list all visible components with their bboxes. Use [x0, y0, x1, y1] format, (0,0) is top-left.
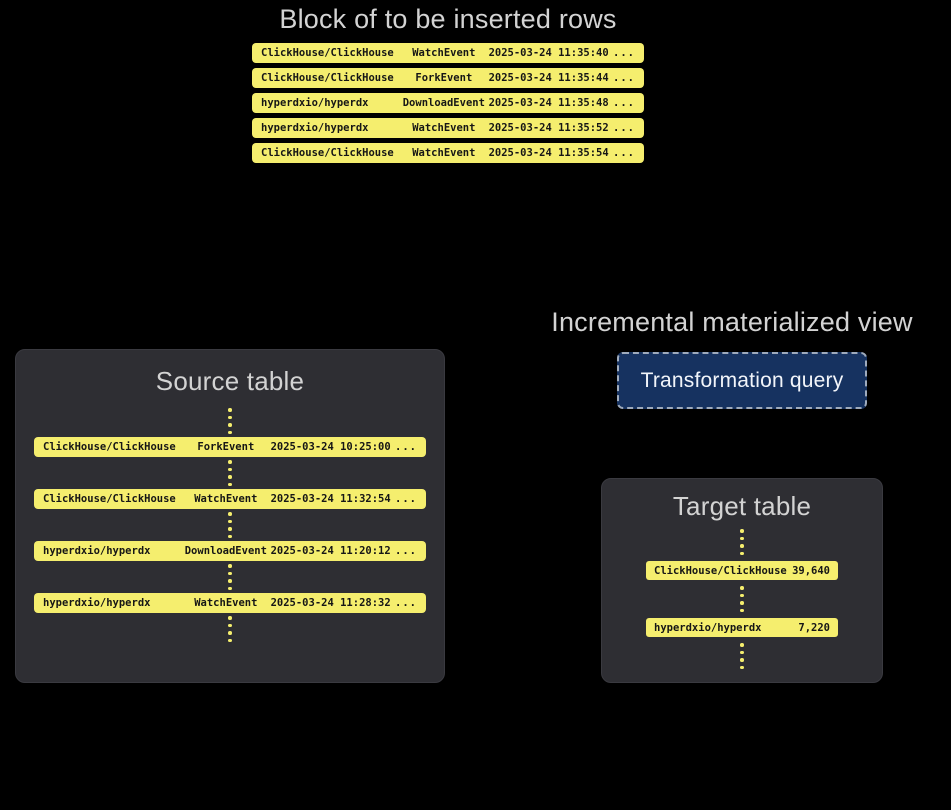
row-event: WatchEvent: [412, 122, 476, 134]
row-ellipsis: ...: [613, 147, 635, 159]
table-row: hyperdxio/hyperdx WatchEvent 2025-03-24 …: [252, 118, 644, 138]
row-event: WatchEvent: [412, 147, 476, 159]
row-repo: ClickHouse/ClickHouse: [261, 47, 394, 59]
row-ellipsis: ...: [613, 122, 635, 134]
table-row: ClickHouse/ClickHouse WatchEvent 2025-03…: [252, 43, 644, 63]
table-row: ClickHouse/ClickHouse 39,640: [646, 561, 838, 580]
row-ellipsis: ...: [613, 97, 635, 109]
row-timestamp: 2025-03-24 10:25:00: [270, 441, 391, 453]
row-ellipsis: ...: [395, 441, 417, 453]
table-row: ClickHouse/ClickHouse WatchEvent 2025-03…: [34, 489, 426, 509]
row-event: WatchEvent: [412, 47, 476, 59]
row-event: ForkEvent: [415, 72, 473, 84]
row-timestamp: 2025-03-24 11:32:54: [270, 493, 391, 505]
insert-block-title: Block of to be inserted rows: [279, 4, 617, 34]
materialized-view-title: Incremental materialized view: [551, 307, 913, 337]
row-count: 7,220: [798, 621, 830, 634]
row-repo: ClickHouse/ClickHouse: [43, 441, 176, 453]
row-ellipsis: ...: [613, 47, 635, 59]
table-row: ClickHouse/ClickHouse WatchEvent 2025-03…: [252, 143, 644, 163]
row-repo: ClickHouse/ClickHouse: [261, 147, 394, 159]
source-table-title: Source table: [155, 366, 305, 396]
row-repo: hyperdxio/hyperdx: [43, 597, 151, 609]
vertical-ellipsis-icon: [228, 512, 232, 538]
vertical-ellipsis-icon: [228, 616, 232, 642]
row-repo: ClickHouse/ClickHouse: [43, 493, 176, 505]
row-event: WatchEvent: [194, 597, 258, 609]
table-row: hyperdxio/hyperdx 7,220: [646, 618, 838, 637]
row-event: DownloadEvent: [184, 545, 267, 557]
row-repo: hyperdxio/hyperdx: [261, 97, 369, 109]
vertical-ellipsis-icon: [228, 408, 232, 434]
insert-block-rows: ClickHouse/ClickHouse WatchEvent 2025-03…: [252, 43, 644, 163]
row-ellipsis: ...: [395, 545, 417, 557]
vertical-ellipsis-icon: [740, 643, 744, 669]
row-timestamp: 2025-03-24 11:28:32: [270, 597, 391, 609]
row-timestamp: 2025-03-24 11:20:12: [270, 545, 391, 557]
vertical-ellipsis-icon: [740, 586, 744, 612]
row-count: 39,640: [792, 564, 830, 577]
table-row: hyperdxio/hyperdx DownloadEvent 2025-03-…: [34, 541, 426, 561]
table-row: hyperdxio/hyperdx WatchEvent 2025-03-24 …: [34, 593, 426, 613]
vertical-ellipsis-icon: [228, 564, 232, 590]
row-timestamp: 2025-03-24 11:35:40: [488, 47, 609, 59]
table-row: ClickHouse/ClickHouse ForkEvent 2025-03-…: [252, 68, 644, 88]
row-event: DownloadEvent: [402, 97, 485, 109]
row-ellipsis: ...: [395, 597, 417, 609]
row-timestamp: 2025-03-24 11:35:48: [488, 97, 609, 109]
table-row: hyperdxio/hyperdx DownloadEvent 2025-03-…: [252, 93, 644, 113]
row-timestamp: 2025-03-24 11:35:44: [488, 72, 609, 84]
source-table-panel: Source table ClickHouse/ClickHouse ForkE…: [15, 349, 445, 683]
row-event: ForkEvent: [197, 441, 255, 453]
row-ellipsis: ...: [613, 72, 635, 84]
row-timestamp: 2025-03-24 11:35:54: [488, 147, 609, 159]
target-table-panel: Target table ClickHouse/ClickHouse 39,64…: [601, 478, 883, 683]
row-repo: hyperdxio/hyperdx: [43, 545, 151, 557]
row-repo: ClickHouse/ClickHouse: [654, 564, 787, 577]
vertical-ellipsis-icon: [228, 460, 232, 486]
row-ellipsis: ...: [395, 493, 417, 505]
table-row: ClickHouse/ClickHouse ForkEvent 2025-03-…: [34, 437, 426, 457]
insert-block-section: Block of to be inserted rows ClickHouse/…: [252, 4, 644, 163]
row-repo: ClickHouse/ClickHouse: [261, 72, 394, 84]
row-timestamp: 2025-03-24 11:35:52: [488, 122, 609, 134]
transformation-query-box: Transformation query: [617, 352, 867, 409]
vertical-ellipsis-icon: [740, 529, 744, 555]
row-event: WatchEvent: [194, 493, 258, 505]
row-repo: hyperdxio/hyperdx: [654, 621, 762, 634]
row-repo: hyperdxio/hyperdx: [261, 122, 369, 134]
target-table-title: Target table: [672, 491, 812, 521]
